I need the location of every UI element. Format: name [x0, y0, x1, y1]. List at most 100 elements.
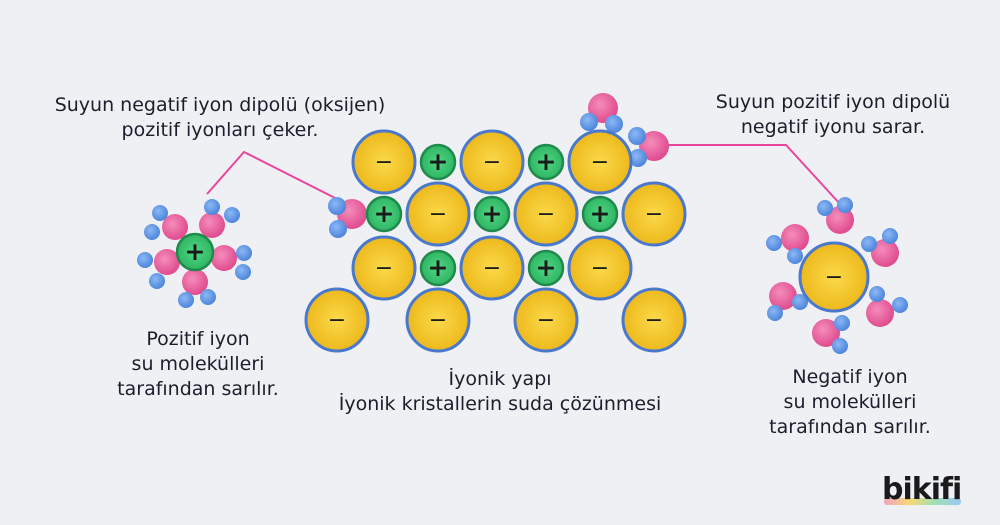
hydrogen-atom [892, 297, 908, 313]
caption-ionic-structure-line2: İyonik kristallerin suda çözünmesi [338, 393, 662, 415]
hydrogen-atom [580, 113, 598, 131]
hydrogen-atom [861, 236, 877, 252]
positive-ion-center: + [175, 232, 215, 272]
negative-sign: − [645, 308, 663, 333]
negative-ion: − [621, 181, 687, 247]
connector-lines [206, 144, 841, 205]
oxygen-atom [639, 131, 669, 161]
positive-sign: + [374, 199, 395, 228]
connector-line-right [668, 144, 841, 205]
hydrogen-atom [224, 207, 240, 223]
positive-sign: + [428, 253, 449, 282]
negative-sign: − [591, 150, 609, 175]
positive-sign: + [428, 147, 449, 176]
caption-top-right-line1: Suyun pozitif iyon dipolü [715, 91, 951, 113]
caption-positive-ion: Pozitif iyon su molekülleri tarafından s… [88, 327, 308, 402]
hydrogen-atom [137, 252, 153, 268]
negative-ion-center: − [798, 241, 870, 313]
negative-ion: − [405, 287, 471, 353]
oxygen-atom [182, 269, 208, 295]
caption-ionic-structure-line1: İyonik yapı [448, 368, 552, 390]
water-molecule-top [580, 93, 623, 133]
negative-sign: − [375, 150, 393, 175]
hydrogen-atom [236, 245, 252, 261]
oxygen-atom [588, 93, 618, 123]
negative-ion: − [567, 235, 633, 301]
negative-ion: − [621, 287, 687, 353]
negative-sign: − [483, 150, 501, 175]
water-molecule-left [328, 197, 367, 238]
water-molecule [817, 197, 854, 234]
hydrogen-atom [178, 292, 194, 308]
hydrogen-atom [766, 235, 782, 251]
positive-ion: + [365, 195, 403, 233]
water-molecule-right [628, 127, 669, 167]
connector-line-left [206, 150, 342, 202]
water-molecule [812, 315, 850, 354]
negative-sign: − [375, 256, 393, 281]
oxygen-atom [871, 239, 899, 267]
negative-ion: − [351, 129, 417, 195]
negative-sign: − [591, 256, 609, 281]
hydrogen-atom [837, 197, 853, 213]
hydrogen-atom [628, 127, 646, 145]
hydrogen-atom [235, 264, 251, 280]
water-molecule [766, 224, 809, 264]
positive-ion: + [419, 249, 457, 287]
caption-top-right: Suyun pozitif iyon dipolü negatif iyonu … [683, 90, 983, 140]
ionic-lattice: −−−−−−−−−−−−−+++++++ [304, 93, 687, 353]
caption-negative-ion-line1: Negatif iyon [792, 366, 908, 388]
hydrogen-atom [149, 273, 165, 289]
positive-sign: + [536, 253, 557, 282]
caption-top-left: Suyun negatif iyon dipolü (oksijen) pozi… [20, 93, 420, 143]
oxygen-atom [866, 299, 894, 327]
water-molecule [199, 199, 240, 238]
negative-ion: − [459, 235, 525, 301]
hydrogen-atom [605, 115, 623, 133]
hydrated-positive-ion: + [137, 199, 252, 308]
negative-sign: − [645, 202, 663, 227]
negative-ion: − [513, 287, 579, 353]
oxygen-atom [162, 214, 188, 240]
oxygen-atom [211, 245, 237, 271]
hydrogen-atom [834, 315, 850, 331]
caption-negative-ion-line3: tarafından sarılır. [769, 416, 931, 438]
positive-ion: + [419, 143, 457, 181]
caption-positive-ion-line3: tarafından sarılır. [117, 378, 279, 400]
hydrogen-atom [144, 224, 160, 240]
caption-top-left-line1: Suyun negatif iyon dipolü (oksijen) [54, 94, 386, 116]
positive-sign: + [590, 199, 611, 228]
negative-ion: − [459, 129, 525, 195]
negative-sign: − [429, 308, 447, 333]
caption-positive-ion-line2: su molekülleri [131, 353, 265, 375]
caption-top-right-line2: negatif iyonu sarar. [740, 116, 926, 138]
caption-positive-ion-line1: Pozitif iyon [146, 328, 250, 350]
hydrated-negative-ion: − [766, 197, 908, 354]
caption-negative-ion: Negatif iyon su molekülleri tarafından s… [740, 365, 960, 440]
water-molecule [866, 286, 908, 327]
water-molecule [861, 228, 899, 267]
negative-sign: − [328, 308, 346, 333]
hydrogen-atom [328, 197, 346, 215]
water-molecule [144, 205, 188, 240]
oxygen-atom [154, 249, 180, 275]
hydrogen-atom [200, 289, 216, 305]
hydrogen-atom [792, 294, 808, 310]
negative-sign: − [429, 202, 447, 227]
hydrogen-atom [152, 205, 168, 221]
negative-ion: − [567, 129, 633, 195]
brand-text: bikifi [882, 472, 962, 507]
hydrogen-atom [204, 199, 220, 215]
positive-ion: + [527, 249, 565, 287]
negative-sign: − [537, 202, 555, 227]
positive-sign: + [482, 199, 503, 228]
oxygen-atom [769, 282, 797, 310]
caption-negative-ion-line2: su molekülleri [783, 391, 917, 413]
oxygen-atom [826, 206, 854, 234]
negative-sign: − [825, 265, 843, 290]
caption-top-left-line2: pozitif iyonları çeker. [121, 119, 319, 141]
water-molecule [767, 282, 808, 321]
negative-ion: − [513, 181, 579, 247]
caption-ionic-structure: İyonik yapı İyonik kristallerin suda çöz… [300, 367, 700, 417]
